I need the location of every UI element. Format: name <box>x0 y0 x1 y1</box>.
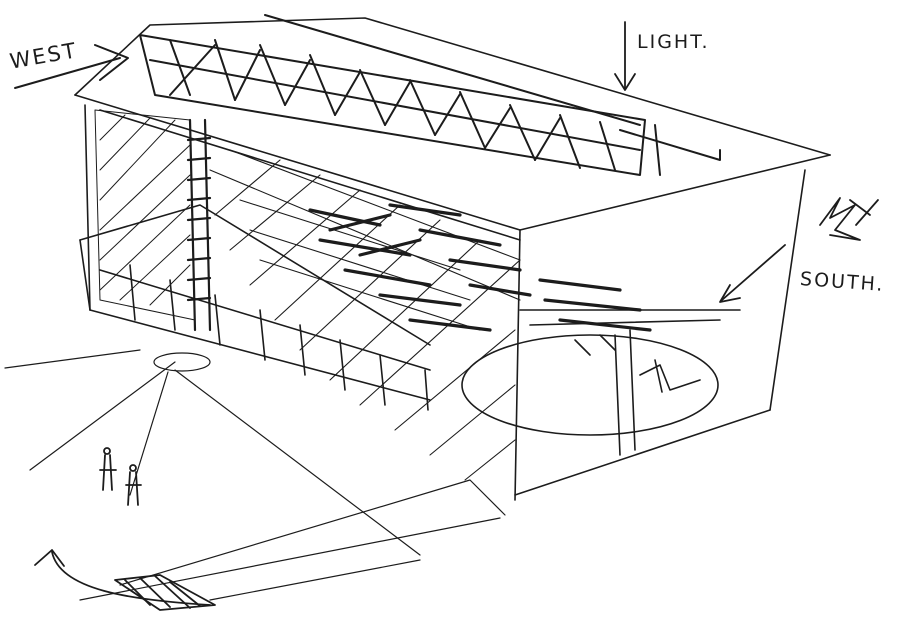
light-label: LIGHT. <box>637 31 710 53</box>
front-gallery <box>79 204 431 411</box>
south-arrow-icon <box>719 244 786 303</box>
sweep-arrow-icon <box>34 549 216 611</box>
south-facade <box>461 309 741 456</box>
ground-lines <box>4 349 506 601</box>
west-facade-hatch <box>94 109 196 321</box>
vertical-wall <box>186 118 212 332</box>
light-arrow-icon <box>614 21 636 91</box>
roof-outline <box>74 17 831 501</box>
south-sun-icon <box>819 197 879 241</box>
human-figures-icon <box>99 447 142 506</box>
roof-slats <box>308 203 652 332</box>
floor-hatch <box>209 149 521 481</box>
roof-truss <box>139 14 721 176</box>
west-arrow-icon <box>14 44 129 89</box>
